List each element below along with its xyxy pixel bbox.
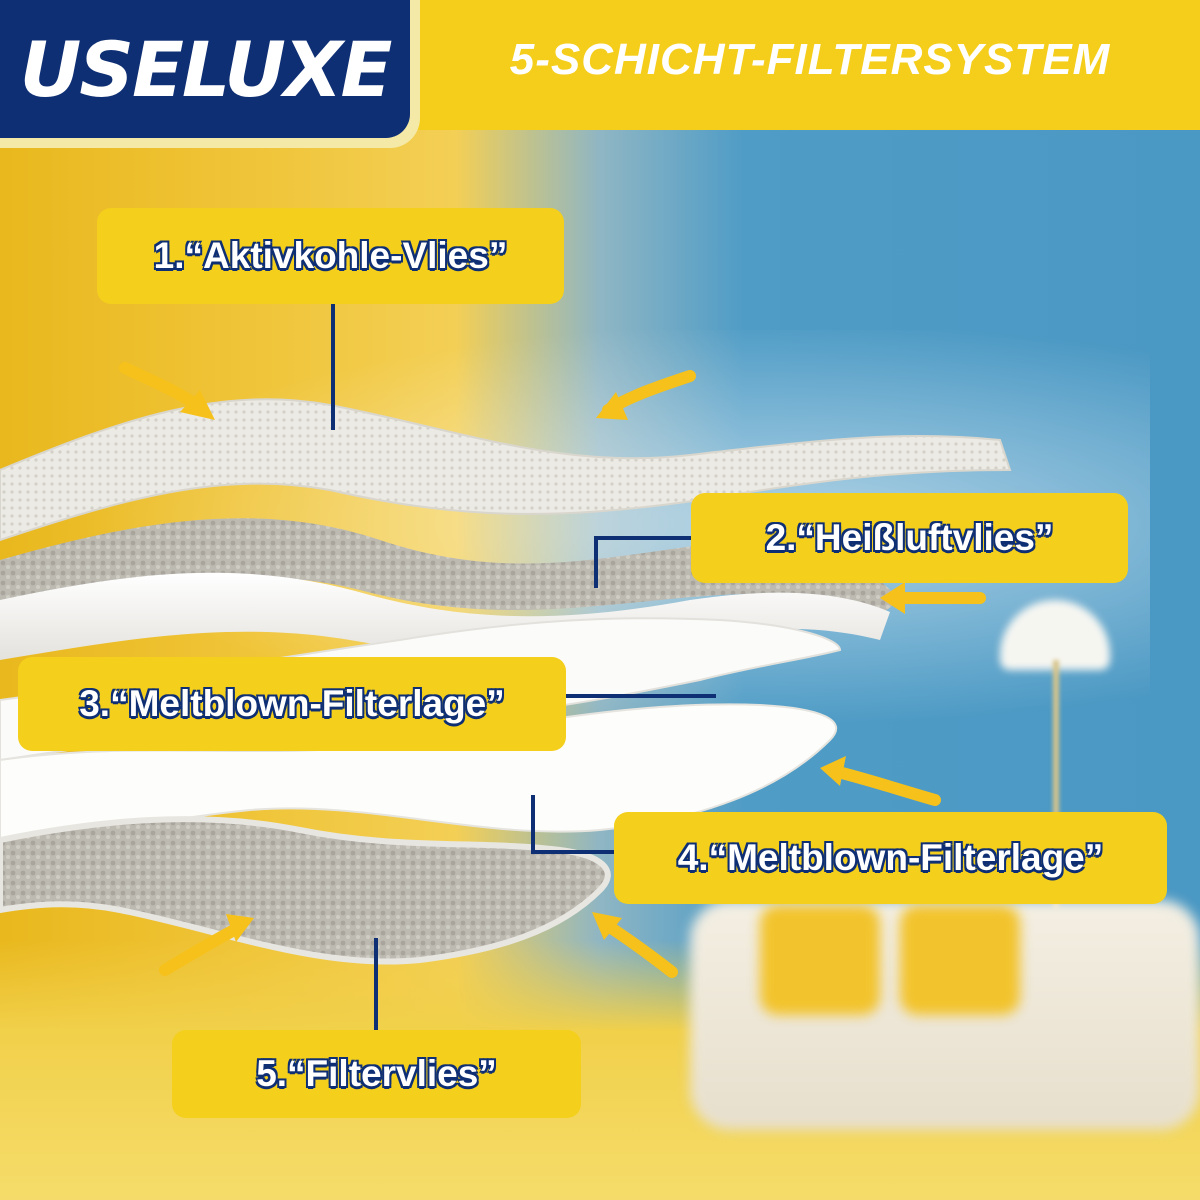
- connector-line-1: [331, 295, 335, 430]
- airflow-arrow-head: [226, 914, 254, 942]
- connector-line-5: [374, 938, 378, 1036]
- header-title: 5-SCHICHT-FILTERSYSTEM: [509, 35, 1111, 84]
- connector-line-4: [531, 850, 617, 854]
- airflow-arrow-icon: [119, 362, 206, 414]
- connector-line-4: [531, 795, 535, 853]
- sofa-cushion: [760, 905, 880, 1015]
- airflow-arrow-icon: [599, 918, 678, 978]
- layer-label-2: 2.“Heißluftvlies”: [691, 493, 1128, 583]
- layer-label-4: 4.“Meltblown-Filterlage”: [614, 812, 1167, 904]
- airflow-arrow-head: [880, 582, 905, 614]
- brand-name: USELUXE: [19, 24, 393, 114]
- brand-logo: USELUXE: [0, 0, 410, 138]
- layer-5-filter-fleece: [0, 816, 611, 965]
- connector-line-3: [566, 694, 716, 698]
- airflow-arrow-head: [820, 756, 846, 786]
- background-lamp-pole: [1053, 660, 1059, 910]
- airflow-arrow-head: [596, 392, 628, 420]
- sofa-cushion: [900, 905, 1020, 1015]
- airflow-arrow-icon: [832, 766, 941, 806]
- airflow-arrow-head: [180, 390, 215, 420]
- layer-2-hot-air-fleece: [0, 518, 900, 615]
- connector-line-2: [594, 536, 598, 588]
- connector-line-2: [594, 536, 694, 540]
- airflow-arrow-head: [592, 912, 622, 940]
- layer-label-1: 1.“Aktivkohle-Vlies”: [97, 208, 564, 304]
- layer-label-5: 5.“Filtervlies”: [172, 1030, 581, 1118]
- brand-logo-frame: USELUXE: [0, 0, 420, 148]
- airflow-arrow-icon: [159, 922, 244, 976]
- layer-label-3: 3.“Meltblown-Filterlage”: [18, 657, 566, 751]
- layer-1-activated-carbon-fleece: [0, 398, 1012, 542]
